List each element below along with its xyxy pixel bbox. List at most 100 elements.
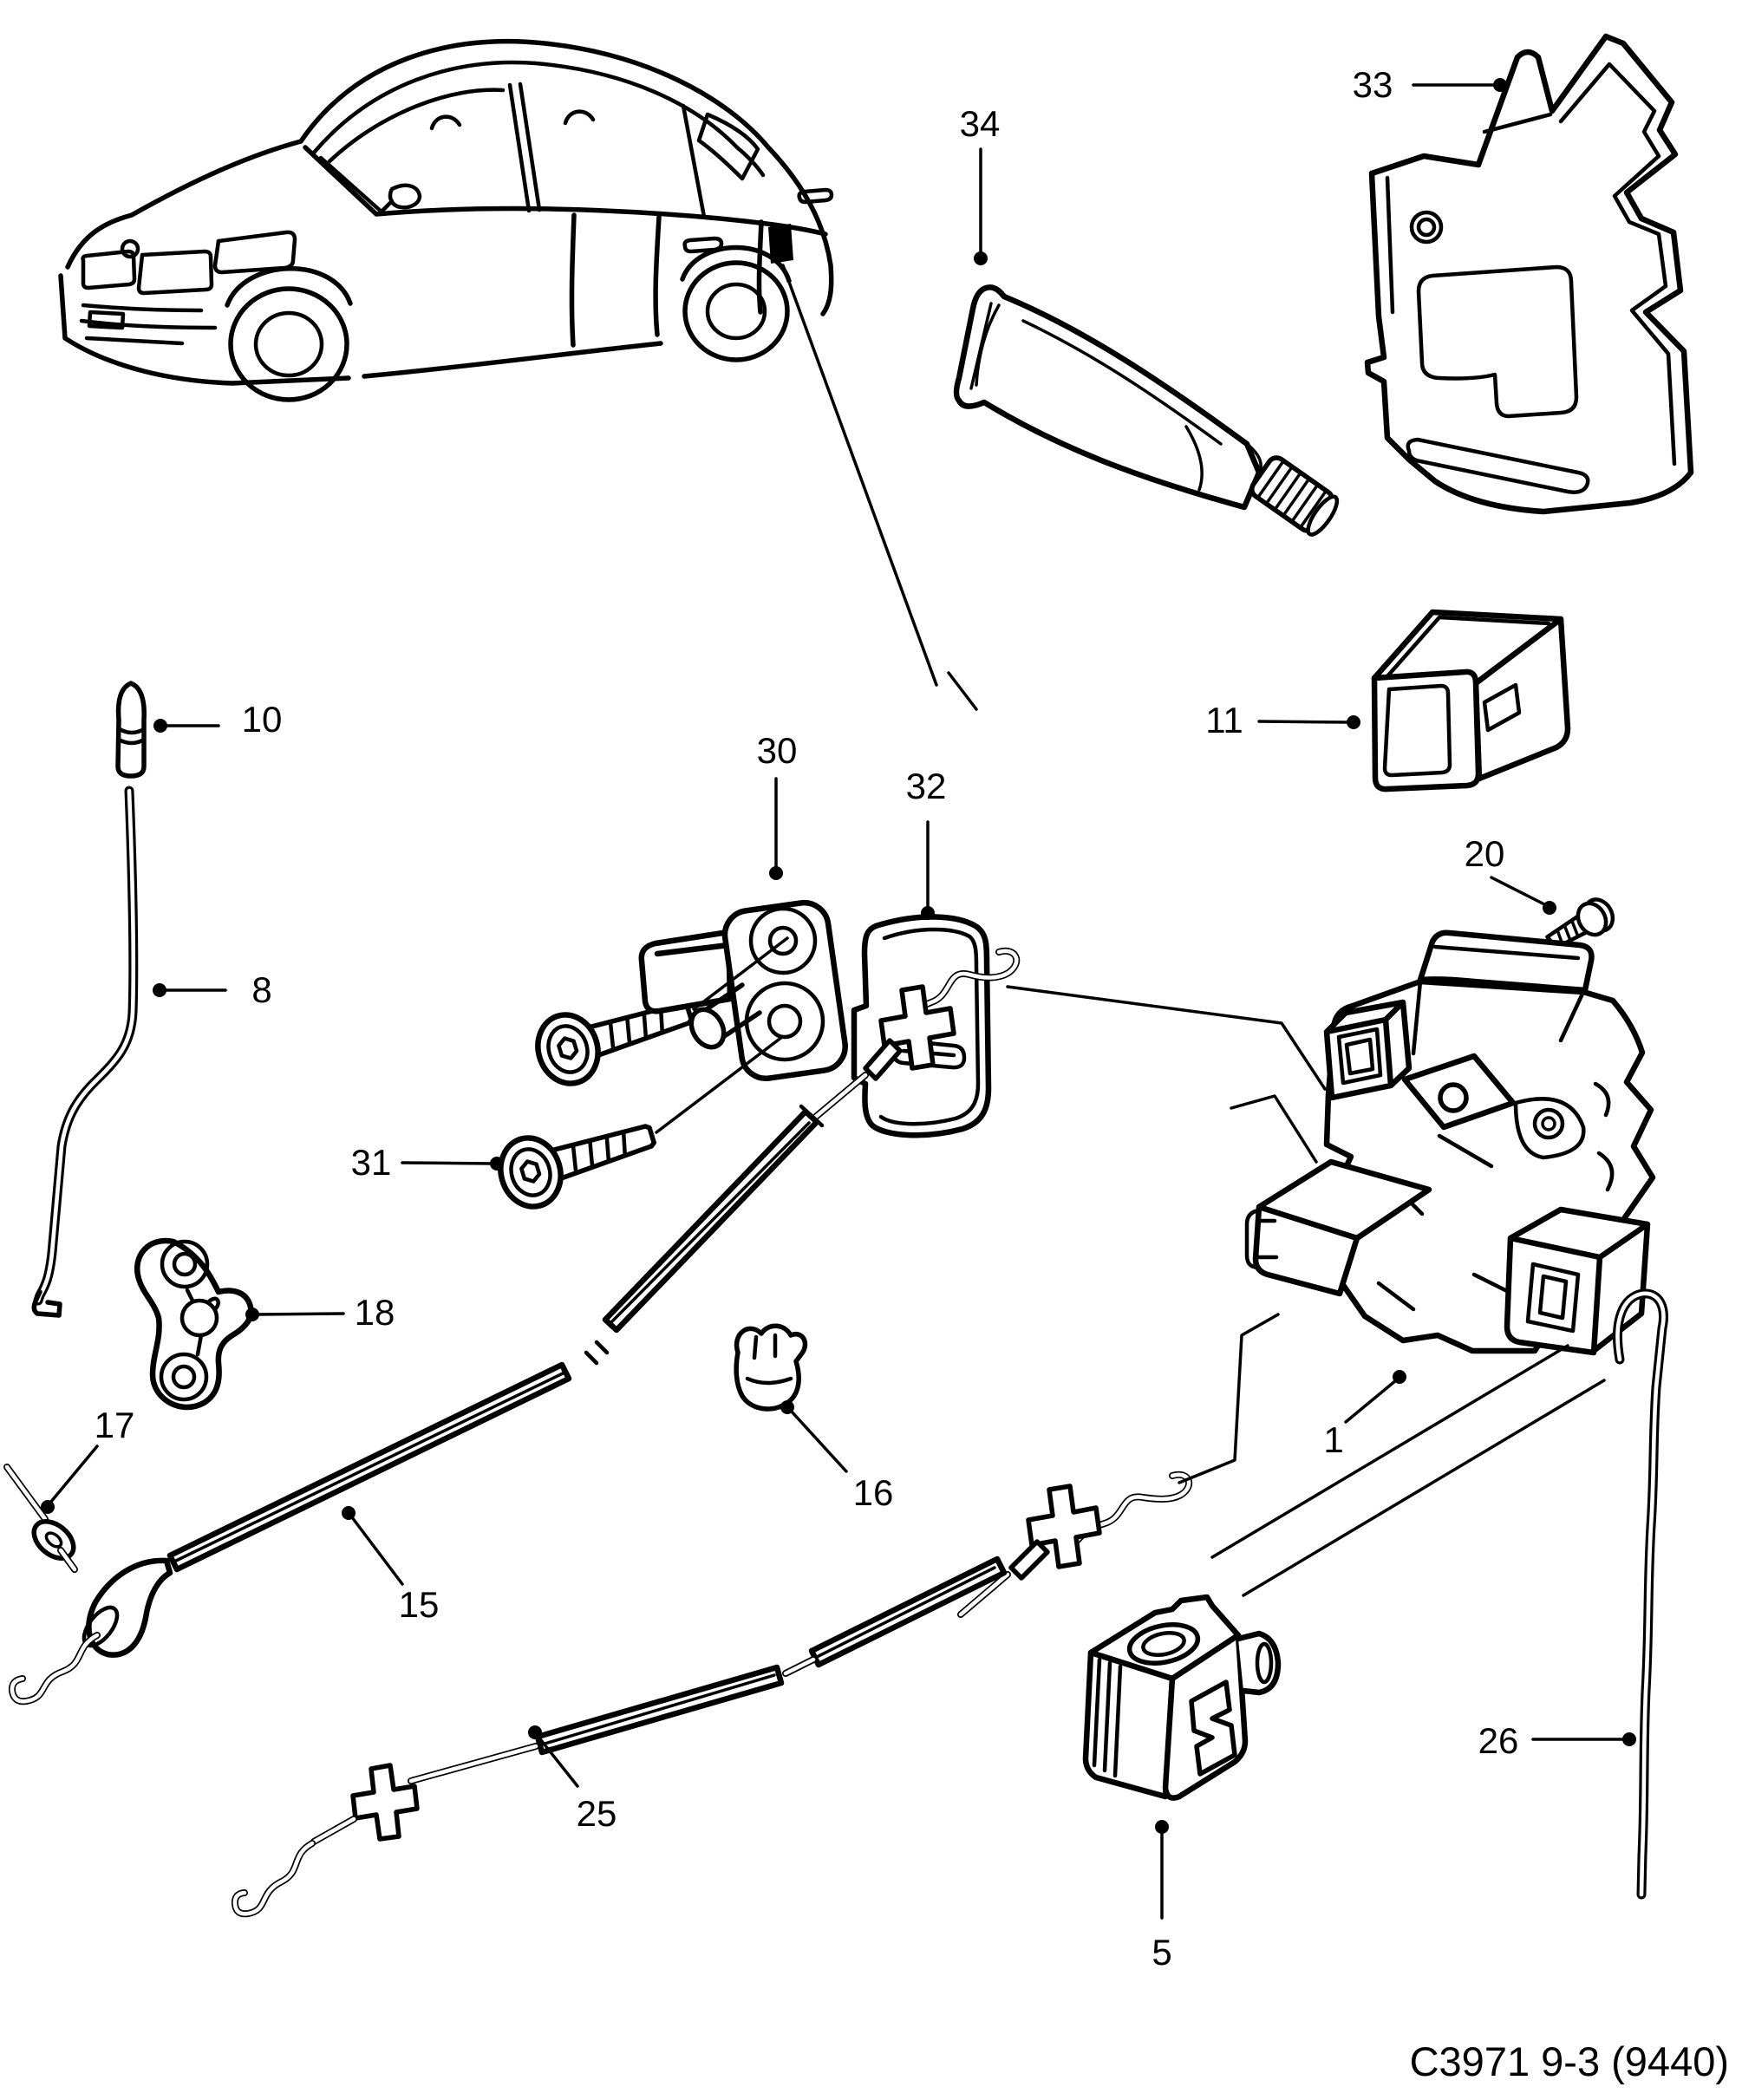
leader-dot xyxy=(780,1400,794,1414)
cable-wire-d-core xyxy=(311,1816,356,1844)
pin-shaft-core xyxy=(4,1464,48,1522)
callout-8: 8 xyxy=(153,969,272,1010)
lock-center-hole xyxy=(1438,1082,1469,1113)
housing-c-slot xyxy=(1189,1679,1237,1777)
check-pin-end xyxy=(688,1007,727,1050)
cable-wire-a-core xyxy=(958,1572,1010,1617)
callout-17-label: 17 xyxy=(95,1405,135,1445)
housing-recess-inner xyxy=(1141,1630,1186,1658)
leader-dot xyxy=(1347,715,1360,729)
callout-10-label: 10 xyxy=(242,699,283,740)
part-5-lock-cylinder-housing xyxy=(1082,1594,1282,1801)
car-glass-and-pillars xyxy=(311,60,766,219)
part-16-cable-clip xyxy=(734,1323,808,1412)
housing-recess-outer xyxy=(1126,1622,1201,1666)
cable-sheath-upper-line xyxy=(610,1121,811,1323)
rear-wheel-rim xyxy=(705,282,767,341)
callout-33: 33 xyxy=(1353,64,1507,105)
association-lines xyxy=(655,936,1606,1597)
cable-sheath-upper-line xyxy=(817,1566,996,1658)
screw-head xyxy=(535,1012,601,1086)
leader-line xyxy=(789,1409,848,1473)
part-18-lever xyxy=(134,1237,254,1411)
callout-32: 32 xyxy=(906,766,947,920)
car-illustration xyxy=(58,38,978,711)
lock-upper-connector xyxy=(1323,999,1413,1101)
leader-line xyxy=(49,1445,99,1504)
cap-ribs xyxy=(1256,460,1328,529)
marker-leader-line xyxy=(781,264,978,711)
leader-line xyxy=(1257,720,1351,724)
part-11-cover xyxy=(1371,609,1571,792)
lock-lower-connector-socket xyxy=(1244,1208,1279,1270)
panel-outline xyxy=(1364,33,1694,515)
lock-center-block xyxy=(1401,1053,1517,1131)
diagram-caption: C3971 9-3 (9440) xyxy=(1410,2038,1729,2084)
part-15-lock-cable xyxy=(8,947,1021,1705)
leader-line xyxy=(401,1161,494,1165)
part-26-lock-rod xyxy=(1613,1288,1668,1900)
pin-washer-hub xyxy=(44,1531,63,1549)
callout-31: 31 xyxy=(351,1142,504,1183)
lock-upper-connector-socket xyxy=(1336,1027,1383,1086)
housing-right-face xyxy=(1162,1632,1249,1801)
panel-details xyxy=(1385,62,1677,494)
cable-ferrule xyxy=(863,1038,903,1081)
callout-15-label: 15 xyxy=(399,1584,440,1625)
callout-17: 17 xyxy=(41,1405,134,1514)
callout-5-label: 5 xyxy=(1152,1932,1171,1973)
lock-side-hole-center xyxy=(1541,1116,1556,1132)
callout-25-label: 25 xyxy=(577,1793,617,1834)
callout-1: 1 xyxy=(1323,1370,1406,1460)
cable-ferrule xyxy=(1008,1539,1050,1581)
part-10-lock-knob xyxy=(115,681,147,779)
leader-dot xyxy=(153,983,166,997)
leader-dot xyxy=(1393,1370,1406,1384)
cable-wire-b-core xyxy=(783,1657,816,1676)
rear-wheel xyxy=(682,260,790,362)
part-8-lock-rod xyxy=(31,786,139,1318)
screw-head-ring xyxy=(509,1147,552,1197)
leader-dot xyxy=(528,1725,542,1739)
callout-20: 20 xyxy=(1465,833,1556,915)
part-17-pin xyxy=(3,1464,78,1573)
leader-dot xyxy=(974,251,988,265)
front-wheel xyxy=(228,286,349,402)
leader-dot xyxy=(1155,1820,1169,1834)
callout-34: 34 xyxy=(960,103,1000,265)
cover-right-face xyxy=(1472,616,1571,782)
lock-top-bracket xyxy=(1417,929,1595,994)
screw-head xyxy=(1576,901,1608,937)
part-25-lock-cable xyxy=(231,1471,1193,1918)
screw-head xyxy=(498,1135,564,1210)
leader-dot xyxy=(490,1157,504,1171)
cable-wire-c-core xyxy=(408,1744,538,1784)
leader-line xyxy=(536,1734,579,1788)
callout-20-label: 20 xyxy=(1465,833,1505,874)
callout-8-label: 8 xyxy=(251,969,271,1010)
cable-sheath-lower-line xyxy=(540,1673,776,1746)
lock-lower-connector xyxy=(1252,1158,1432,1297)
callout-11-label: 11 xyxy=(1205,700,1243,740)
callout-15: 15 xyxy=(342,1506,439,1625)
leader-dot xyxy=(342,1506,356,1520)
rod-core xyxy=(1615,1291,1666,1897)
cable-lower-hook-core xyxy=(10,1633,100,1704)
callout-18-label: 18 xyxy=(355,1292,395,1333)
callout-33-label: 33 xyxy=(1353,64,1393,105)
leader-dot xyxy=(153,719,167,733)
pin-washer xyxy=(31,1519,76,1561)
cover-front-face xyxy=(1371,668,1482,792)
leader-dot xyxy=(1622,1732,1636,1746)
screw-torx-socket xyxy=(557,1036,579,1060)
callout-16-label: 16 xyxy=(853,1472,894,1513)
callout-32-label: 32 xyxy=(906,766,947,806)
front-wheel-rim xyxy=(253,310,324,378)
cable-sheath-lower-line xyxy=(174,1372,564,1562)
screw-threads xyxy=(550,1130,627,1181)
callout-31-label: 31 xyxy=(351,1142,392,1183)
rod-foot xyxy=(31,1289,62,1318)
cover-details xyxy=(1382,615,1551,778)
cap-tip xyxy=(1306,494,1340,537)
leader-line xyxy=(1490,876,1548,907)
